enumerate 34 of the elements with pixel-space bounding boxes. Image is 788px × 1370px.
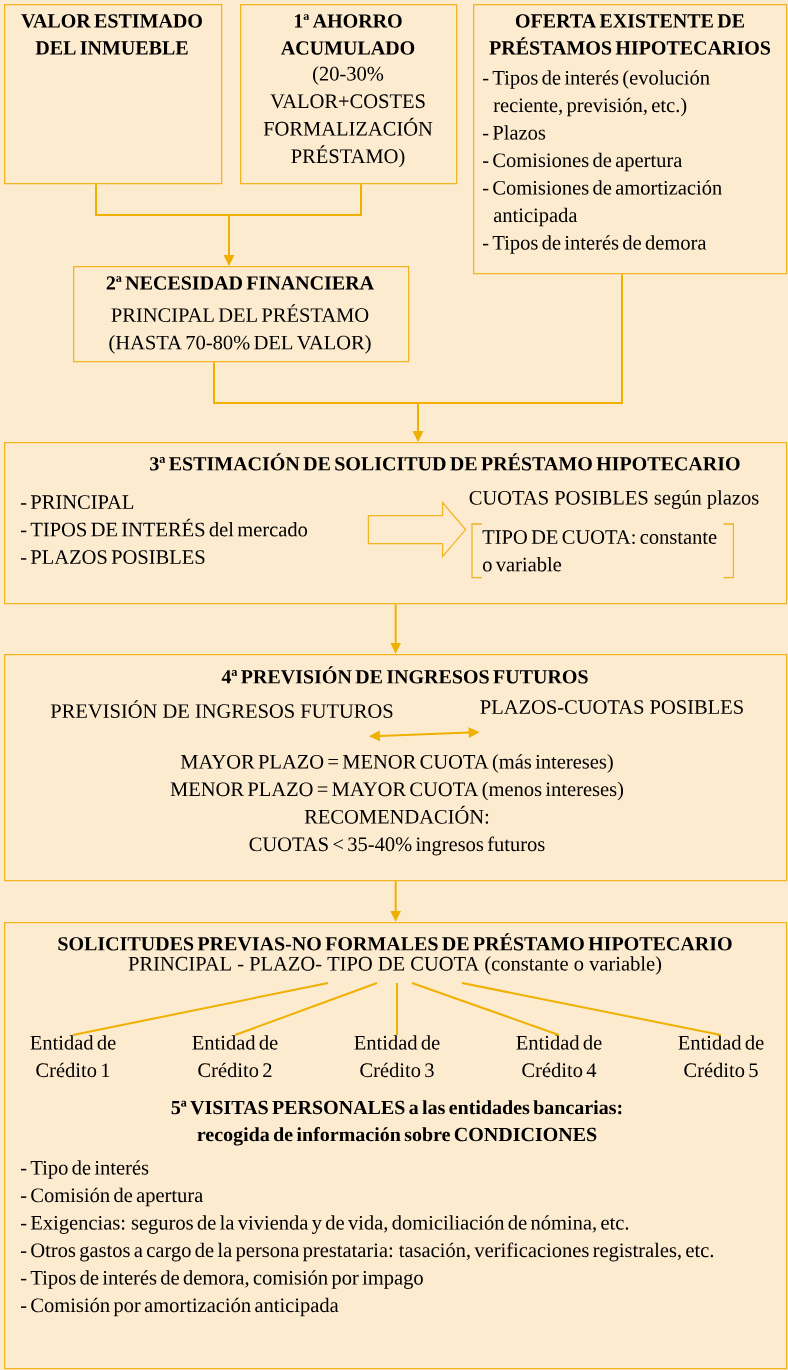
- bank-label: Entidad de Crédito 2: [192, 1035, 278, 1078]
- connector-line: [72, 982, 329, 1036]
- process-box: 1ª AHORRO ACUMULADO (20-30% VALOR+COSTES FORMALIZACIÓN PRÉSTAMO): [240, 4, 458, 185]
- bracketed-note: TIPO DE CUOTA: constante o variable: [471, 523, 735, 579]
- connector-line: [396, 982, 398, 1036]
- node-label: 5ª VISITAS PERSONALES a las entidades bancarias: recogida de información sobre CONDICIONES: [171, 1100, 622, 1146]
- node-label: MENOR PLAZO = MAYOR CUOTA (menos intereses): [170, 781, 624, 801]
- node-label: 4ª PREVISIÓN DE INGRESOS FUTUROS: [221, 666, 588, 684]
- bank-label: Entidad de Crédito 4: [516, 1035, 602, 1078]
- connector-line: [234, 982, 378, 1036]
- text-label: PLAZOS-CUOTAS POSIBLES: [480, 700, 743, 714]
- bullet-list: - PRINCIPAL - TIPOS DE INTERÉS del mercado - PLAZOS POSIBLES: [20, 495, 308, 564]
- process-box: VALOR ESTIMADO DEL INMUEBLE: [4, 4, 223, 185]
- node-label: - Comisión por amortización anticipada: [20, 1297, 339, 1317]
- bank-label: Entidad de Crédito 1: [30, 1035, 116, 1078]
- bank-label: Entidad de Crédito 5: [678, 1035, 764, 1078]
- node-label: - Comisión de apertura: [20, 1187, 203, 1207]
- connector-line: [461, 982, 722, 1036]
- node-label: RECOMENDACIÓN:: [304, 805, 489, 824]
- node-label: - Tipos de interés de demora, comisión por impago: [20, 1270, 423, 1289]
- node-label: - Exigencias: seguros de la vivienda y de vida, domiciliación de nómina, etc.: [20, 1215, 629, 1234]
- block-arrow: [367, 500, 467, 559]
- process-box: 2ª NECESIDAD FINANCIERA PRINCIPAL DEL PRÉSTAMO (HASTA 70-80% DEL VALOR): [73, 266, 410, 363]
- node-label: CUOTAS < 35-40% ingresos futuros: [249, 836, 545, 856]
- process-box: OFERTA EXISTENTE DE PRÉSTAMOS HIPOTECARIOS - Tipos de interés (evolución reciente, previsión, etc.) - Plazos - Comisiones de apertura - Comisiones de amortización anticipada - Tipos de interés de demora: [473, 4, 788, 275]
- text-label: PRINCIPAL - PLAZO- TIPO DE CUOTA (constante o variable): [128, 956, 662, 975]
- node-label: SOLICITUDES PREVIAS-NO FORMALES DE PRÉSTAMO HIPOTECARIO: [58, 933, 732, 951]
- node-label: - Tipo de interés: [20, 1160, 149, 1179]
- node-label: - Otros gastos a cargo de la persona prestataria: tasación, verificaciones registrales, etc.: [20, 1242, 714, 1262]
- node-label: MAYOR PLAZO = MENOR CUOTA (más intereses): [180, 754, 613, 773]
- bank-label: Entidad de Crédito 3: [354, 1035, 440, 1078]
- connector-line: [411, 982, 560, 1036]
- text-label: CUOTAS POSIBLES según plazos: [469, 490, 759, 509]
- text-label: PREVISIÓN DE INGRESOS FUTUROS: [50, 700, 393, 719]
